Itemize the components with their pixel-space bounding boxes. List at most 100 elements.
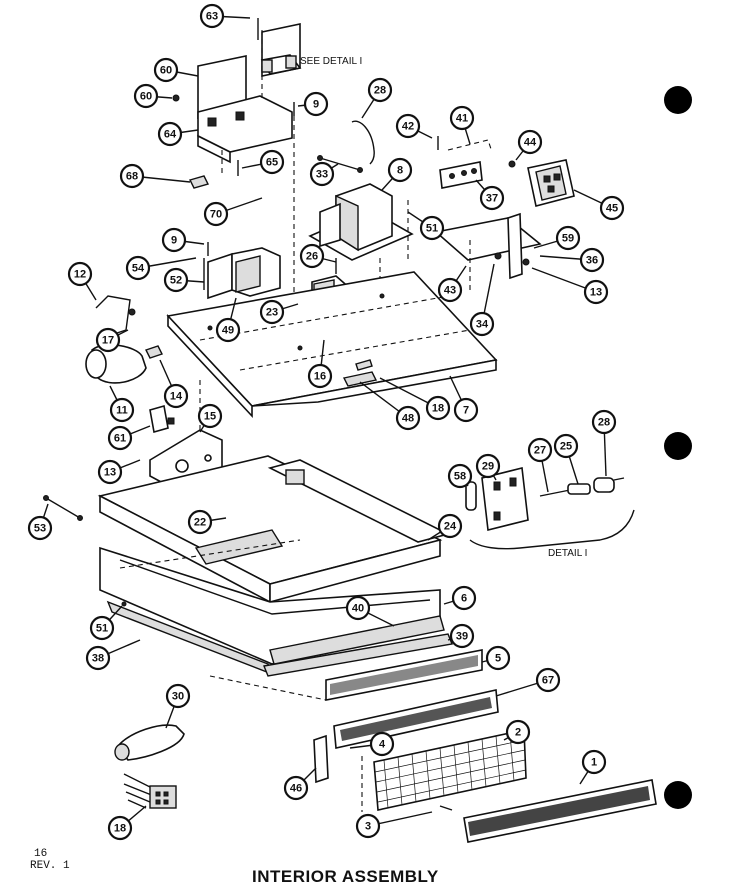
screw-3: [439, 805, 453, 811]
callout-number: 12: [74, 269, 86, 281]
punch-hole-middle: [664, 432, 692, 460]
callout-circle: [581, 749, 607, 775]
callout-number: 63: [206, 11, 218, 23]
callout-42: 42: [395, 113, 421, 139]
callout-circle: [283, 775, 309, 801]
callout-13a: 13: [583, 279, 609, 305]
callout-number: 36: [586, 255, 598, 267]
callout-11: 11: [109, 397, 135, 423]
callout-60a: 60: [153, 57, 179, 83]
switch-61: [149, 404, 175, 434]
see-detail-label: SEE DETAIL I: [300, 56, 362, 67]
bottom-grille-1: [463, 779, 657, 843]
frame-6: [99, 539, 453, 677]
wire-28: [351, 120, 375, 165]
callout-27: 27: [527, 437, 553, 463]
callout-54: 54: [125, 255, 151, 281]
callout-number: 52: [170, 275, 182, 287]
callout-circle: [387, 157, 413, 183]
punch-hole-top: [664, 86, 692, 114]
transformer-8: [308, 183, 414, 300]
callout-number: 18: [114, 823, 126, 835]
callout-44: 44: [517, 129, 543, 155]
callout-circle: [579, 247, 605, 273]
callout-12: 12: [67, 261, 93, 287]
callout-circle: [27, 515, 53, 541]
callout-25: 25: [553, 433, 579, 459]
callout-number: 53: [34, 523, 46, 535]
callout-15: 15: [197, 403, 223, 429]
page-number: 16: [34, 848, 47, 860]
callout-number: 37: [486, 193, 498, 205]
callout-circle: [259, 299, 285, 325]
callout-number: 24: [444, 521, 457, 533]
callout-circle: [133, 83, 159, 109]
callout-circle: [299, 243, 325, 269]
callout-circle: [475, 453, 501, 479]
callout-number: 7: [463, 405, 469, 417]
callout-26: 26: [299, 243, 325, 269]
callout-2: 2: [505, 719, 531, 745]
callout-circle: [67, 261, 93, 287]
callout-circle: [163, 383, 189, 409]
callout-circle: [259, 149, 285, 175]
callout-number: 41: [456, 113, 468, 125]
callout-circle: [109, 397, 135, 423]
callout-number: 16: [314, 371, 326, 383]
callout-number: 54: [132, 263, 145, 275]
callout-number: 27: [534, 445, 546, 457]
callout-circle: [107, 815, 133, 841]
callout-circle: [89, 615, 115, 641]
callout-number: 48: [402, 413, 414, 425]
callout-37: 37: [479, 185, 505, 211]
small-screw: [172, 94, 180, 102]
callout-circle: [95, 327, 121, 353]
callout-circle: [119, 163, 145, 189]
mounting-plate-36: [434, 212, 542, 292]
callout-circle: [583, 279, 609, 305]
callout-number: 45: [606, 203, 618, 215]
callout-number: 5: [495, 653, 501, 665]
callout-number: 29: [482, 461, 494, 473]
callout-number: 22: [194, 517, 206, 529]
callout-number: 64: [164, 129, 177, 141]
callout-circle: [591, 409, 617, 435]
callout-48: 48: [395, 405, 421, 431]
callout-circle: [163, 267, 189, 293]
strap-12: [95, 295, 131, 335]
callout-7: 7: [453, 397, 479, 423]
callout-68: 68: [119, 163, 145, 189]
callout-number: 42: [402, 121, 414, 133]
callout-number: 70: [210, 209, 222, 221]
callout-38: 38: [85, 645, 111, 671]
callout-circle: [197, 403, 223, 429]
callout-number: 51: [426, 223, 438, 235]
callout-circle: [395, 405, 421, 431]
callout-30: 30: [165, 683, 191, 709]
callout-14: 14: [163, 383, 189, 409]
callout-1: 1: [581, 749, 607, 775]
callout-18b: 18: [107, 815, 133, 841]
callout-number: 39: [456, 631, 468, 643]
callout-circle: [157, 121, 183, 147]
callout-number: 9: [171, 235, 177, 247]
callout-circle: [449, 623, 475, 649]
page-title: INTERIOR ASSEMBLY: [252, 867, 439, 884]
callout-number: 51: [96, 623, 108, 635]
callout-circle: [307, 363, 333, 389]
bracket-46: [313, 734, 329, 784]
callout-60b: 60: [133, 83, 159, 109]
callout-6: 6: [451, 585, 477, 611]
callout-number: 28: [374, 85, 386, 97]
callout-circle: [85, 645, 111, 671]
bolt-54: [149, 257, 197, 267]
screw-44: [508, 160, 516, 168]
callout-number: 33: [316, 169, 328, 181]
callout-number: 68: [126, 171, 138, 183]
callout-number: 11: [116, 405, 128, 417]
callout-circle: [153, 57, 179, 83]
callout-circle: [449, 105, 475, 131]
upper-bracket-assembly: [197, 30, 293, 176]
